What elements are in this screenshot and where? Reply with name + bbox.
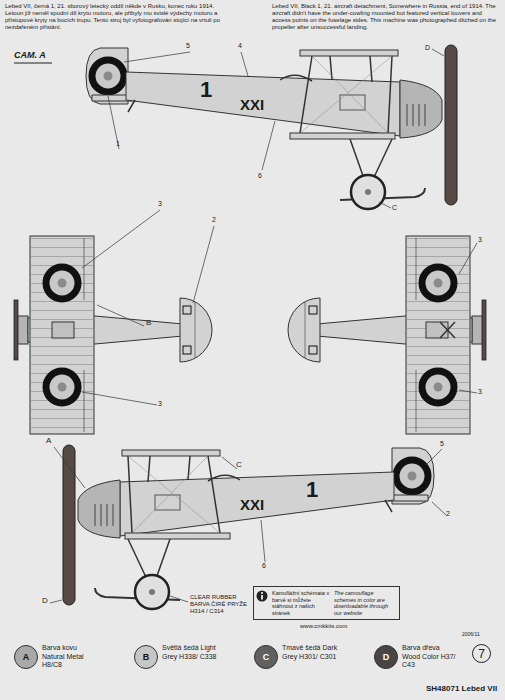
callout-number: D	[42, 596, 48, 605]
callout-number: 3	[478, 388, 482, 396]
info-icon	[257, 591, 268, 602]
callout-number: B	[146, 318, 151, 327]
fuselage-marking: 1	[200, 77, 212, 102]
callout-number: 4	[238, 42, 242, 50]
legend-text: Světlá šedá Light Grey H338/ C338	[162, 644, 218, 661]
kit-number: SH48071 Lebed VII	[426, 684, 497, 693]
description-text: Lebed VII, černá 1, 21. sborový letecký …	[5, 3, 220, 31]
description-text: Lebed VII, Black 1, 21. aircraft detachm…	[272, 3, 500, 31]
scheme-title: CAM. A	[14, 50, 46, 60]
info-text: Kamuflážní schémata v barvě si můžete st…	[272, 590, 330, 616]
callout-number: 2	[212, 216, 216, 224]
callout-number: 1	[116, 140, 120, 148]
note-text: H314 / C314	[190, 608, 224, 615]
info-box: Kamuflážní schémata v barvě si můžete st…	[253, 586, 400, 620]
legend-text: Tmavě šedá Dark Grey H301/ C301	[282, 644, 338, 661]
note-text: BARVA ČIRÉ PRYŽE	[190, 601, 247, 608]
callout-number: D	[425, 44, 430, 52]
callout-number: C	[392, 204, 397, 212]
callout-number: 3	[478, 236, 482, 244]
callout-number: C	[236, 460, 242, 469]
callout-number: 5	[186, 42, 190, 50]
date-code: 2006/11	[462, 632, 480, 638]
fuselage-marking: XXI	[240, 496, 264, 513]
legend-letter: A	[14, 650, 38, 664]
callout-number: 3	[158, 200, 162, 208]
fuselage-marking: 1	[306, 477, 318, 502]
callout-number: A	[46, 436, 51, 445]
callout-number: 6	[258, 172, 262, 180]
page-number: 7	[472, 644, 491, 663]
callout-number: 2	[446, 510, 450, 518]
info-text: The camouflage schemes in color are down…	[334, 590, 396, 616]
legend-letter: D	[374, 650, 398, 664]
legend-letter: C	[254, 650, 278, 664]
legend-text: Barva dřeva Wood Color H37/ C43	[402, 644, 458, 670]
page-number-text: 7	[478, 648, 485, 660]
callout-number: 6	[262, 562, 266, 570]
legend-letter: B	[134, 650, 158, 664]
note-text: CLEAR RUBBER	[190, 594, 237, 601]
legend-text: Barva kovu Natural Metal H8/C8	[42, 644, 98, 670]
web-address: www.cmkkits.com	[300, 623, 347, 630]
fuselage-marking: XXI	[240, 96, 264, 113]
callout-number: 3	[158, 400, 162, 408]
callout-number: 5	[440, 440, 444, 448]
